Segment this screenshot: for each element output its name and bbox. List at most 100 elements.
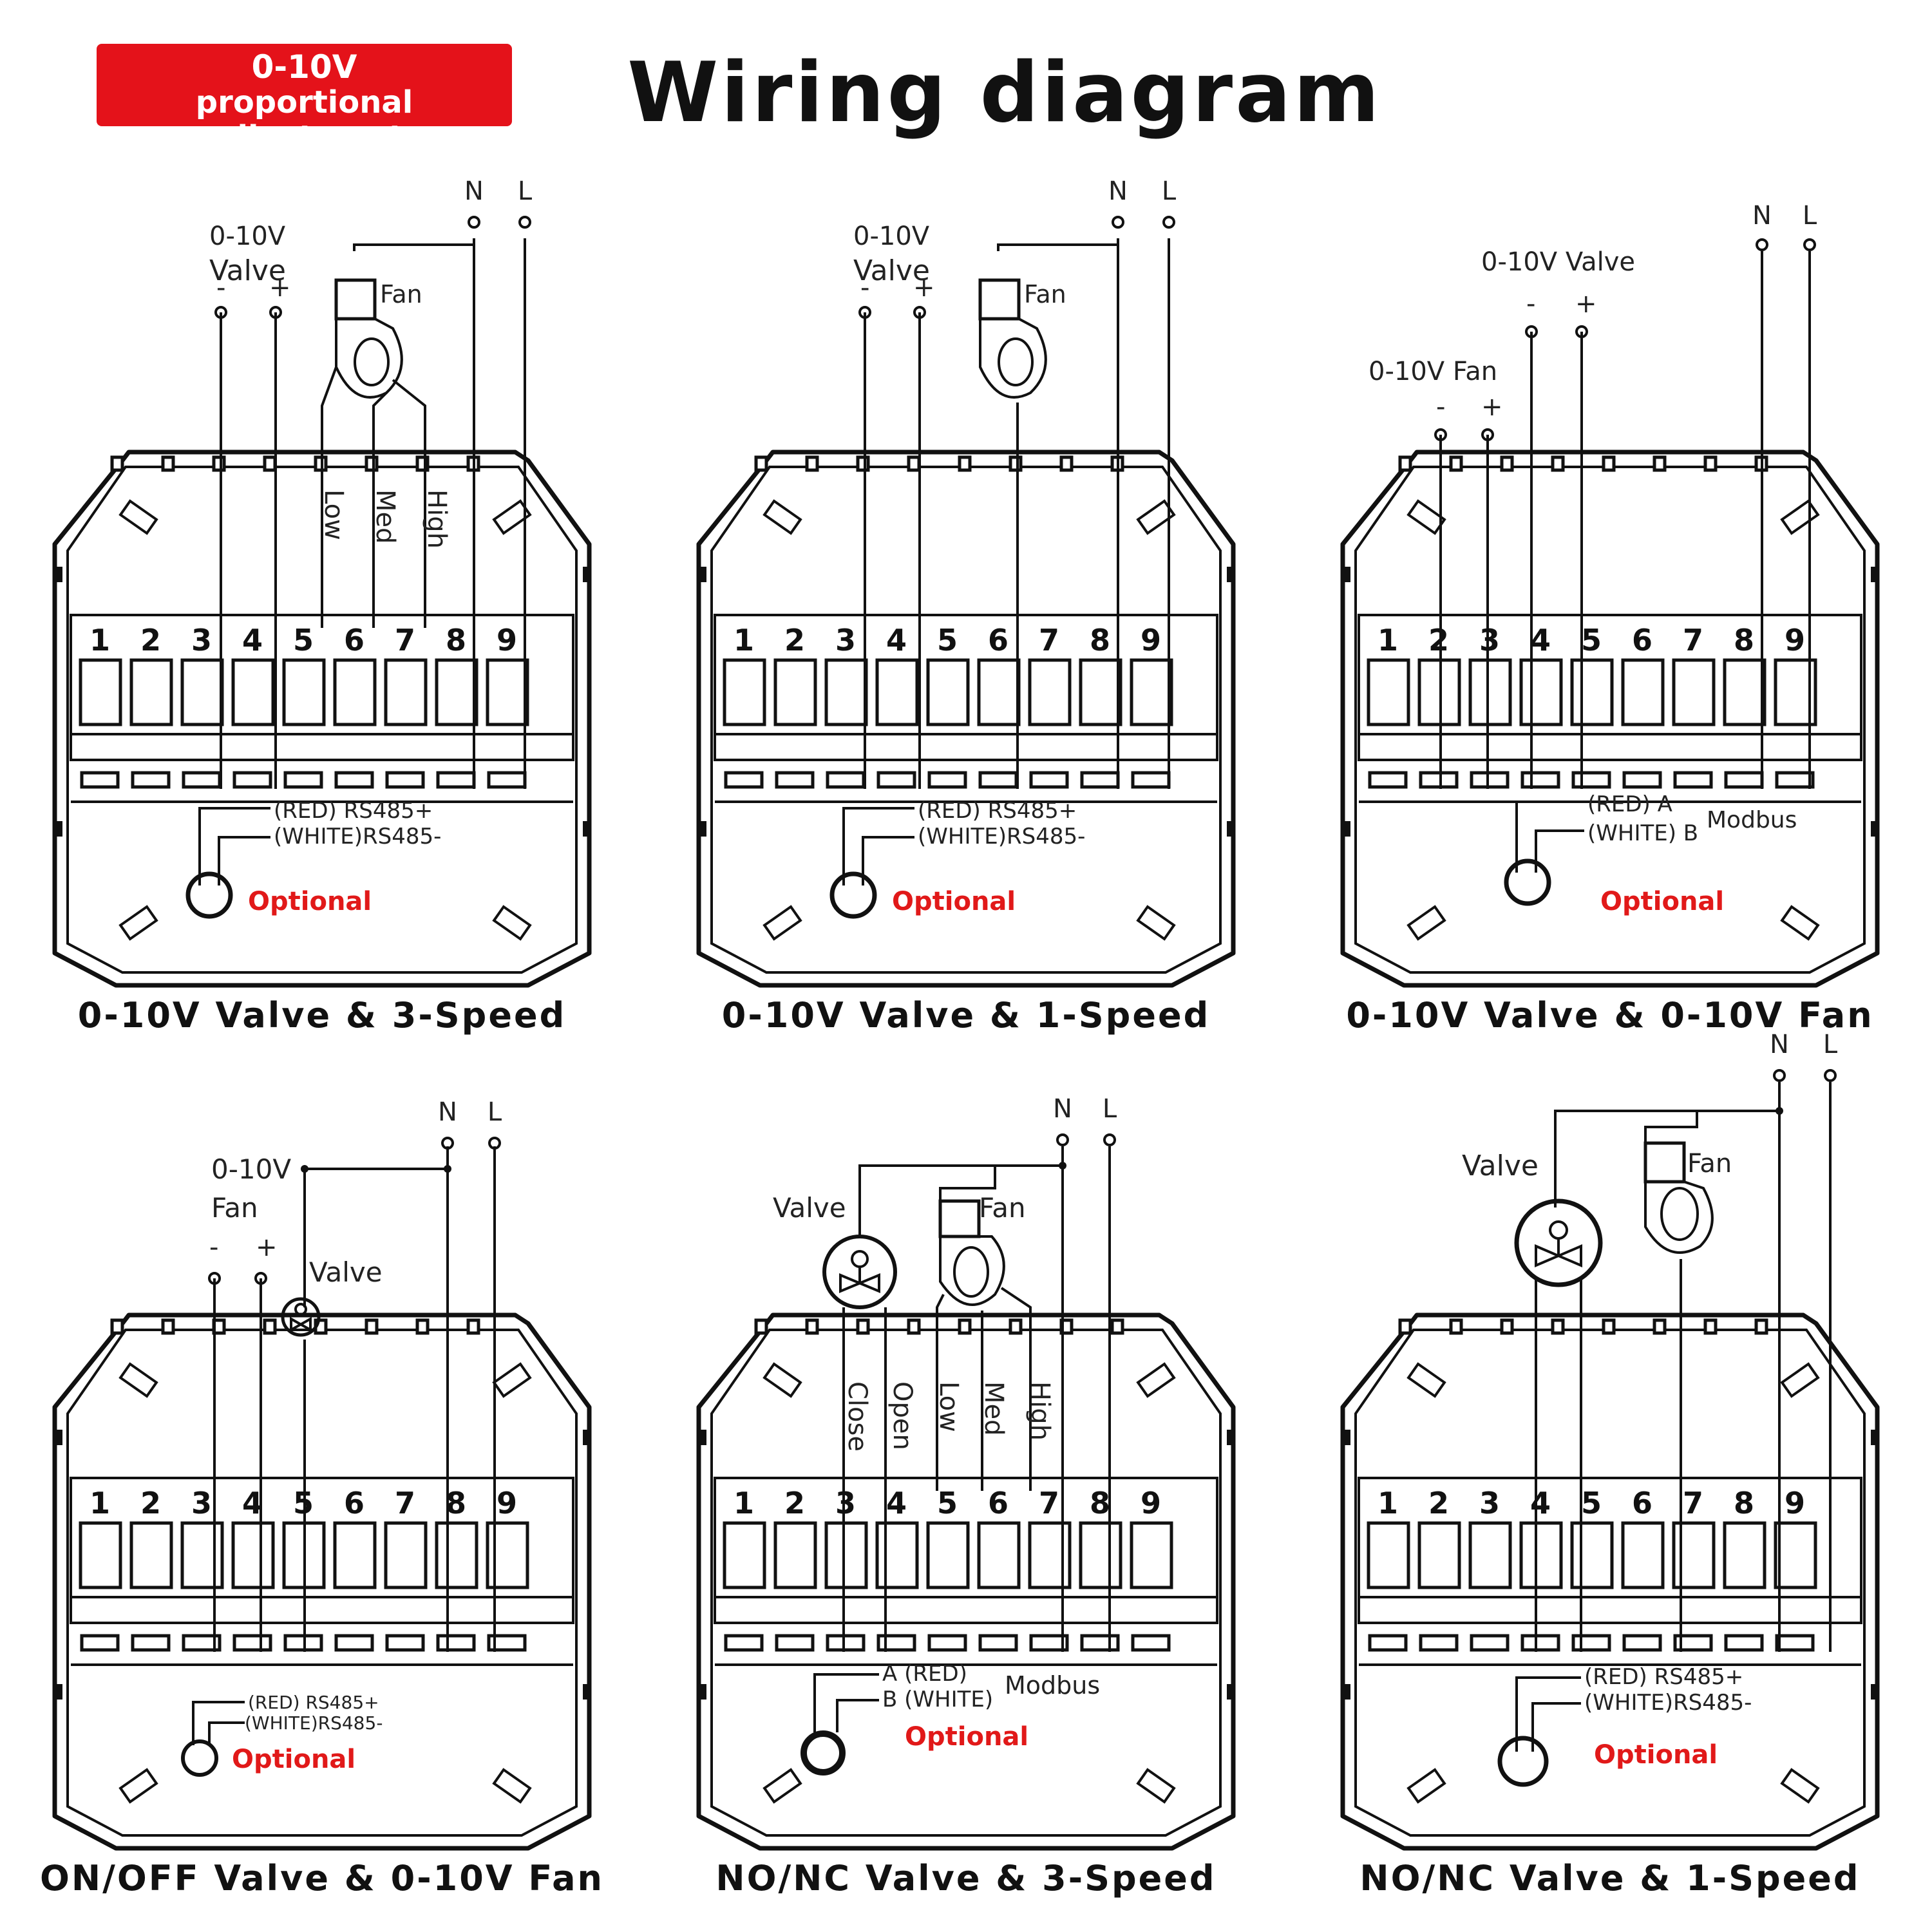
fan-icon	[978, 278, 1021, 321]
terminal-number-1: 1	[90, 623, 110, 658]
terminal-screw-6	[977, 1521, 1021, 1589]
wiring-4	[208, 1137, 501, 1652]
fan-icon	[334, 278, 377, 321]
mounting-tab	[1780, 905, 1820, 941]
valve-label: 0-10V Valve	[1481, 247, 1635, 277]
terminal-number-4: 4	[1530, 1486, 1551, 1520]
fan-label: 0-10V	[211, 1153, 291, 1185]
minus-label: -	[216, 273, 225, 303]
fan-label-2: Fan	[211, 1192, 258, 1224]
terminal-number-2: 2	[1428, 1486, 1449, 1520]
mounting-tab	[1780, 1362, 1820, 1398]
housing-inner	[1354, 466, 1866, 974]
terminal-number-4: 4	[886, 623, 907, 658]
terminal-lower-2	[131, 771, 171, 789]
top-clip	[1602, 1318, 1616, 1335]
top-clip	[1449, 455, 1463, 472]
top-clip	[907, 1318, 921, 1335]
terminal-lower-8	[436, 1634, 476, 1652]
bus-label-1: (RED) A	[1587, 791, 1672, 817]
terminal-lower-5	[927, 771, 967, 789]
terminal-lower-6	[1622, 1634, 1662, 1652]
optional-label: Optional	[1594, 1740, 1718, 1770]
terminal-screw-8	[1079, 658, 1122, 726]
valve-plus: +	[1575, 289, 1597, 319]
terminal-screw-4	[875, 1521, 919, 1589]
terminal-number-1: 1	[734, 1486, 754, 1520]
bus-label-2: (WHITE) B	[1587, 820, 1698, 846]
mounting-tab	[1406, 1768, 1446, 1804]
terminal-lower-2	[1419, 771, 1459, 789]
valve-label: Valve	[773, 1192, 846, 1224]
terminal-lower-5	[927, 1634, 967, 1652]
terminal-screw-6	[977, 658, 1021, 726]
terminal-strip-frame	[714, 1477, 1218, 1624]
terminal-screw-9	[1774, 1521, 1817, 1589]
terminal-number-3: 3	[191, 623, 212, 658]
plus-label: +	[269, 273, 291, 303]
valve-label: Valve	[1462, 1150, 1539, 1182]
terminal-screw-1	[1367, 1521, 1410, 1589]
terminal-number-8: 8	[1734, 623, 1754, 658]
bus-wires-2	[829, 807, 914, 919]
terminal-lower-4	[876, 1634, 916, 1652]
bus-wires-3	[1504, 800, 1584, 906]
terminal-number-2: 2	[140, 623, 161, 658]
bus-port	[181, 1739, 218, 1777]
terminal-lower-6	[978, 1634, 1018, 1652]
top-clip	[1009, 455, 1023, 472]
terminal-screw-8	[1723, 1521, 1766, 1589]
side-notch	[1227, 1684, 1235, 1700]
neutral-label: N	[1770, 1030, 1789, 1059]
terminal-lower-7	[1029, 1634, 1069, 1652]
speed-high-label: High	[422, 489, 451, 549]
valve-label: Valve	[309, 1256, 383, 1288]
mounting-tab	[118, 1768, 158, 1804]
terminal-number-6: 6	[988, 623, 1009, 658]
terminal-number-5: 5	[293, 623, 314, 658]
terminal-number-9: 9	[1785, 623, 1805, 658]
terminal-number-5: 5	[937, 623, 958, 658]
live-label: L	[1103, 1094, 1117, 1124]
optional-label: Optional	[905, 1722, 1028, 1752]
labels-6: N L Valve Fan (RED) RS485+ (WHITE)RS485-…	[1462, 1030, 1838, 1770]
terminal-number-8: 8	[1090, 1486, 1110, 1520]
top-clip	[1500, 455, 1514, 472]
side-notch	[1871, 1684, 1879, 1700]
badge-line-2: proportional adjustment	[195, 84, 413, 155]
terminal-lower-7	[1673, 1634, 1713, 1652]
terminal-number-1: 1	[1378, 623, 1398, 658]
terminal-lower-5	[283, 771, 323, 789]
bus-label-2: (WHITE)RS485-	[1584, 1690, 1752, 1716]
terminal-number-7: 7	[1683, 623, 1703, 658]
housing-inner	[710, 1329, 1222, 1837]
terminal-lower-1	[1368, 1634, 1408, 1652]
top-clip	[365, 455, 379, 472]
mounting-tab	[1780, 499, 1820, 535]
terminal-lower-6	[978, 771, 1018, 789]
terminal-number-4: 4	[242, 623, 263, 658]
terminal-lower-9	[487, 771, 527, 789]
terminal-lower-4	[232, 1634, 272, 1652]
terminal-screw-8	[435, 1521, 478, 1589]
minus-label: -	[860, 273, 869, 303]
terminal-number-9: 9	[497, 623, 517, 658]
valve-open-label: Open	[887, 1381, 917, 1450]
terminal-lower-4	[1520, 1634, 1560, 1652]
terminal-lower-3	[826, 1634, 866, 1652]
terminal-strip-frame	[1358, 1477, 1862, 1624]
valve-close-label: Close	[842, 1381, 872, 1452]
bus-label-1: (RED) RS485+	[1584, 1664, 1743, 1690]
plus-label: +	[913, 273, 935, 303]
terminal-screw-6	[333, 658, 377, 726]
terminal-screw-1	[79, 658, 122, 726]
side-notch	[55, 1430, 62, 1445]
mounting-tab	[762, 905, 802, 941]
top-clip	[856, 455, 870, 472]
side-notch	[1227, 567, 1235, 582]
terminal-screw-3	[180, 658, 224, 726]
wiring-1	[214, 216, 531, 789]
terminal-screw-4	[231, 1521, 275, 1589]
terminal-number-8: 8	[1734, 1486, 1754, 1520]
speed-low-label: Low	[319, 489, 348, 540]
